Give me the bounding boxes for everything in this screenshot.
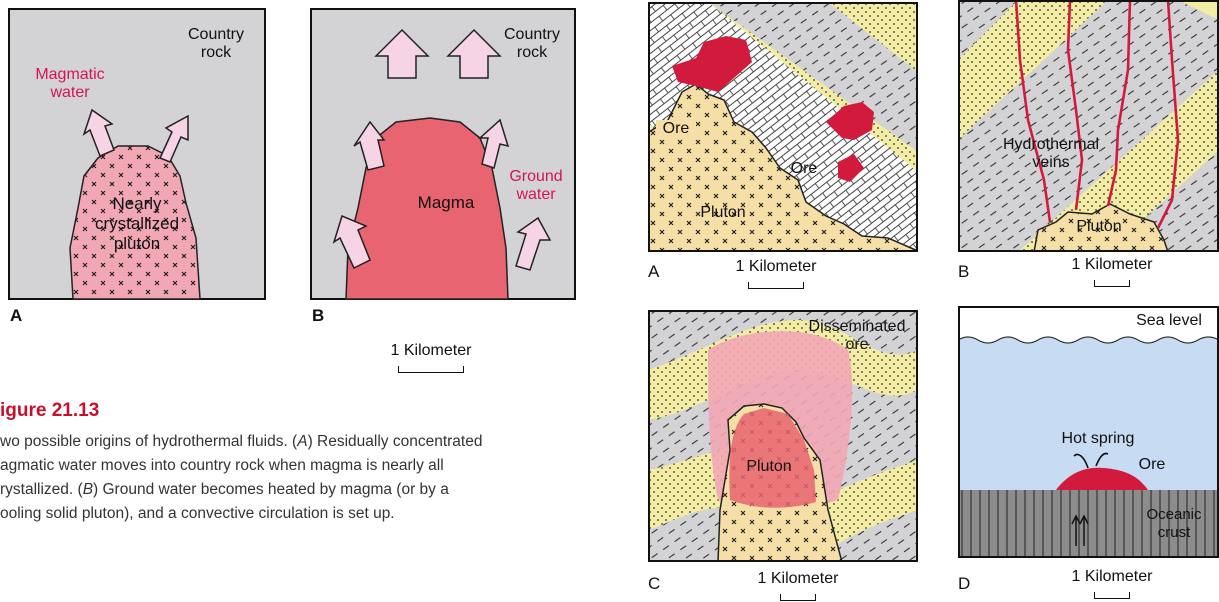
sea-level-label: Sea level bbox=[1124, 312, 1214, 330]
scale-bar bbox=[1094, 280, 1130, 287]
scale-bar-b: 1 Kilometer bbox=[1052, 256, 1172, 287]
oceanic-crust-label: Oceanic crust bbox=[1134, 506, 1214, 542]
scale-bar-c: 1 Kilometer bbox=[738, 570, 858, 601]
scale-bar-left: 1 Kilometer bbox=[376, 342, 486, 373]
panel-letter-d-right: D bbox=[958, 574, 970, 594]
figure-title: igure 21.13 bbox=[0, 400, 99, 422]
scale-bar bbox=[748, 282, 804, 289]
panel-letter-a-left: A bbox=[10, 306, 22, 326]
panel-letter-c-right: C bbox=[648, 574, 660, 594]
caption-line: ooling solid pluton), and a convective c… bbox=[0, 502, 600, 526]
panel-a-left: Country rock Magmatic water Nearly cryst… bbox=[8, 8, 266, 300]
country-rock-label: Country rock bbox=[176, 26, 256, 62]
caption-line: wo possible origins of hydrothermal flui… bbox=[0, 430, 600, 454]
scale-bar-a: 1 Kilometer bbox=[716, 258, 836, 289]
scale-bar bbox=[1094, 592, 1130, 599]
magmatic-water-label: Magmatic water bbox=[22, 66, 118, 102]
ore-label: Ore bbox=[1132, 456, 1172, 474]
panel-b-right: Hydrothermal veins Pluton bbox=[958, 0, 1219, 252]
caption-line: agmatic water moves into country rock wh… bbox=[0, 454, 600, 478]
pluton-label: Pluton bbox=[734, 458, 804, 476]
panel-c-right: Disseminated ore Pluton bbox=[648, 310, 918, 562]
magma-label: Magma bbox=[406, 194, 486, 212]
hot-spring-label: Hot spring bbox=[1048, 430, 1148, 448]
scale-bar-d: 1 Kilometer bbox=[1052, 568, 1172, 599]
caption-line: rystallized. (B) Ground water becomes he… bbox=[0, 478, 600, 502]
scale-bar bbox=[398, 366, 464, 373]
veins-label: Hydrothermal veins bbox=[986, 136, 1116, 172]
disseminated-ore-label: Disseminated ore bbox=[802, 318, 912, 354]
pluton-label: Nearly crystallized pluton bbox=[72, 194, 202, 254]
ore-label: Ore bbox=[784, 160, 824, 178]
panel-letter-b-right: B bbox=[958, 262, 969, 282]
pluton-label: Pluton bbox=[1064, 218, 1134, 236]
panel-letter-b-left: B bbox=[312, 306, 324, 326]
ground-water-label: Ground water bbox=[496, 168, 576, 204]
scale-label: 1 Kilometer bbox=[1052, 256, 1172, 274]
panel-letter-a-right: A bbox=[648, 262, 659, 282]
scale-label: 1 Kilometer bbox=[716, 258, 836, 276]
panel-d-right: Sea level Hot spring Ore Oceanic crust bbox=[958, 306, 1219, 558]
scale-label: 1 Kilometer bbox=[376, 342, 486, 360]
figure-caption: wo possible origins of hydrothermal flui… bbox=[0, 430, 600, 526]
pluton-label: Pluton bbox=[688, 204, 758, 222]
ore-label: Ore bbox=[656, 120, 696, 138]
panel-a-right: Ore Ore Pluton bbox=[648, 2, 918, 252]
panel-b-left: Country rock Magma Ground water bbox=[310, 8, 576, 300]
scale-label: 1 Kilometer bbox=[738, 570, 858, 588]
scale-bar bbox=[780, 594, 816, 601]
scale-label: 1 Kilometer bbox=[1052, 568, 1172, 586]
country-rock-label: Country rock bbox=[492, 26, 572, 62]
